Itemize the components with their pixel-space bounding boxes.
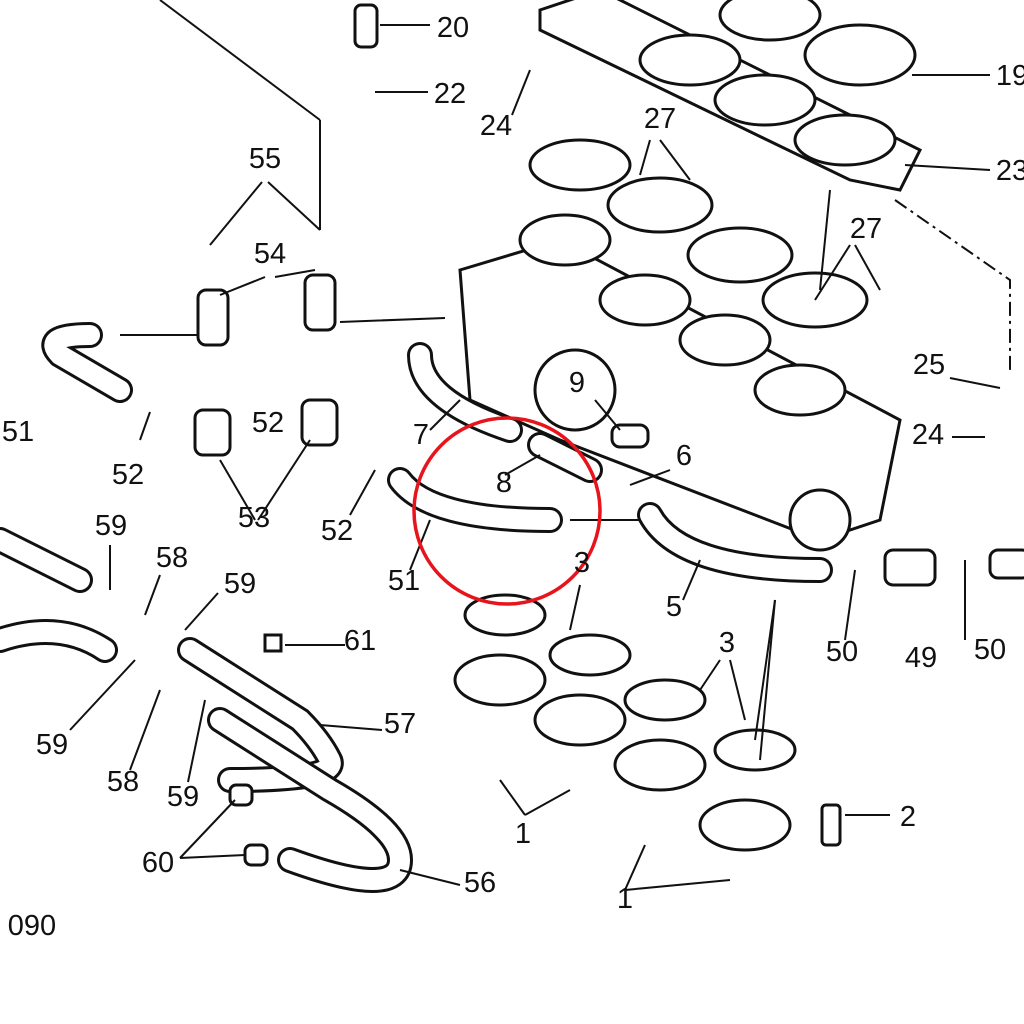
leader-lines bbox=[69, 0, 1011, 891]
part-label: 27 bbox=[644, 103, 676, 135]
part-label: 58 bbox=[107, 766, 139, 798]
highlight-circle bbox=[412, 416, 602, 606]
part-label: 54 bbox=[254, 238, 286, 270]
part-label: 50 bbox=[974, 634, 1006, 666]
part-label: 56 bbox=[464, 867, 496, 899]
part-label: 53 bbox=[238, 502, 270, 534]
part-label: 24 bbox=[912, 419, 944, 451]
diagram-code: 090 bbox=[8, 910, 56, 942]
part-label: 49 bbox=[905, 642, 937, 674]
part-label: 6 bbox=[676, 440, 692, 472]
part-label: 52 bbox=[321, 515, 353, 547]
part-label: 5 bbox=[666, 591, 682, 623]
part-label: 1 bbox=[617, 883, 633, 915]
part-label: 9 bbox=[569, 367, 585, 399]
part-label: 25 bbox=[913, 349, 945, 381]
part-label: 1 bbox=[515, 818, 531, 850]
part-label: 8 bbox=[496, 467, 512, 499]
part-label: 23 bbox=[996, 155, 1024, 187]
part-label: 51 bbox=[388, 565, 420, 597]
part-label: 60 bbox=[142, 847, 174, 879]
part-label: 27 bbox=[850, 213, 882, 245]
hoses bbox=[0, 322, 833, 893]
part-label: 50 bbox=[826, 636, 858, 668]
part-label: 55 bbox=[249, 143, 281, 175]
part-label: 3 bbox=[574, 547, 590, 579]
part-label: 58 bbox=[156, 542, 188, 574]
part-label: 59 bbox=[95, 510, 127, 542]
part-label: 61 bbox=[344, 625, 376, 657]
part-label: 59 bbox=[36, 729, 68, 761]
part-label: 52 bbox=[252, 407, 284, 439]
part-label: 57 bbox=[384, 708, 416, 740]
part-label: 59 bbox=[224, 568, 256, 600]
part-label: 24 bbox=[480, 110, 512, 142]
part-label: 19 bbox=[996, 60, 1024, 92]
part-label: 22 bbox=[434, 78, 466, 110]
part-label: 59 bbox=[167, 781, 199, 813]
part-label: 20 bbox=[437, 12, 469, 44]
part-number-labels: 20 22 24 19 23 27 27 55 54 51 52 52 53 5… bbox=[2, 12, 1024, 942]
intake-funnels bbox=[453, 593, 797, 852]
part-label: 7 bbox=[413, 419, 429, 451]
part-label: 51 bbox=[2, 416, 34, 448]
part-label: 52 bbox=[112, 459, 144, 491]
throttle-body-assembly bbox=[458, 138, 902, 552]
part-label: 3 bbox=[719, 627, 735, 659]
gasket-plate bbox=[538, 0, 923, 192]
small-parts bbox=[193, 3, 1024, 867]
part-label: 2 bbox=[900, 801, 916, 833]
